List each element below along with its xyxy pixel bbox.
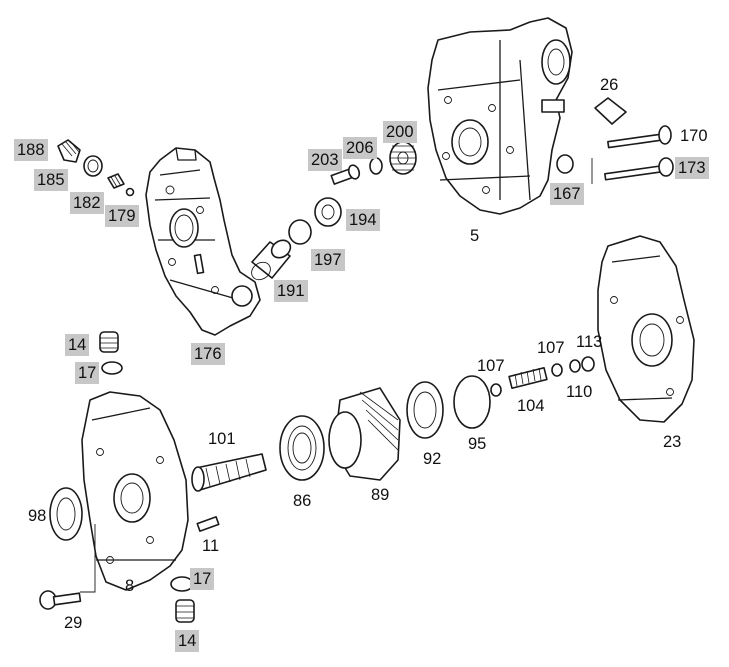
label-107-left: 107 bbox=[477, 357, 505, 375]
part-185-washer bbox=[83, 155, 103, 177]
label-182: 182 bbox=[70, 192, 104, 214]
part-179-ball bbox=[125, 187, 135, 197]
label-98: 98 bbox=[28, 507, 47, 525]
label-188: 188 bbox=[14, 139, 48, 161]
label-113: 113 bbox=[576, 333, 603, 351]
label-197: 197 bbox=[311, 249, 345, 271]
part-197-oring bbox=[288, 219, 312, 245]
label-170: 170 bbox=[680, 127, 708, 145]
label-194: 194 bbox=[346, 209, 380, 231]
part-101-shaft bbox=[191, 453, 267, 492]
label-11: 11 bbox=[202, 537, 220, 555]
label-26: 26 bbox=[600, 76, 619, 94]
label-23: 23 bbox=[663, 433, 682, 451]
label-14-bottom: 14 bbox=[175, 630, 200, 652]
label-8: 8 bbox=[125, 577, 135, 595]
part-26-plate bbox=[594, 97, 627, 125]
part-5-housing bbox=[427, 17, 573, 215]
label-110: 110 bbox=[566, 383, 593, 401]
part-206-washer bbox=[369, 157, 383, 175]
label-86: 86 bbox=[293, 492, 312, 510]
part-173-bolt bbox=[604, 157, 674, 181]
part-23-cover bbox=[597, 235, 695, 423]
part-167-washer bbox=[556, 154, 574, 174]
part-188-plug bbox=[57, 139, 81, 163]
label-92: 92 bbox=[423, 450, 442, 468]
label-104: 104 bbox=[517, 397, 545, 415]
part-191-sleeve bbox=[251, 239, 292, 281]
label-200: 200 bbox=[383, 121, 417, 143]
part-200-gear bbox=[389, 141, 417, 175]
bolt-29-leader bbox=[80, 524, 96, 593]
label-29: 29 bbox=[64, 614, 83, 632]
part-14-plug-bottom bbox=[175, 599, 195, 623]
part-170-bolt bbox=[607, 125, 672, 149]
part-113-ring bbox=[581, 356, 595, 372]
label-107-right: 107 bbox=[537, 339, 565, 357]
part-176-plate bbox=[145, 147, 261, 336]
label-89: 89 bbox=[371, 486, 390, 504]
part-182-spring bbox=[107, 173, 125, 189]
label-14-top: 14 bbox=[65, 334, 90, 356]
part-14-plug-top bbox=[99, 331, 119, 353]
part-11-pin bbox=[196, 516, 220, 532]
label-101: 101 bbox=[208, 430, 236, 448]
label-203: 203 bbox=[308, 149, 342, 171]
label-167: 167 bbox=[550, 183, 584, 205]
label-206: 206 bbox=[343, 137, 377, 159]
label-176: 176 bbox=[191, 343, 225, 365]
label-95: 95 bbox=[468, 435, 487, 453]
part-29-bolt bbox=[39, 590, 82, 610]
part-92-bearing bbox=[406, 381, 444, 439]
label-5: 5 bbox=[470, 227, 480, 245]
part-86-bearing bbox=[279, 415, 325, 481]
part-8-housing bbox=[81, 391, 189, 591]
part-104-spring bbox=[508, 367, 548, 389]
part-107-washer-b bbox=[551, 363, 563, 377]
label-179: 179 bbox=[105, 205, 139, 227]
part-194-bushing bbox=[314, 197, 342, 227]
part-95-oring bbox=[453, 375, 491, 429]
part-89-ring-gear bbox=[328, 387, 401, 481]
part-110-ring bbox=[569, 359, 581, 373]
part-98-seal bbox=[49, 487, 83, 541]
label-185: 185 bbox=[34, 169, 68, 191]
part-203-bolt bbox=[330, 164, 361, 185]
label-17-top: 17 bbox=[75, 362, 100, 384]
part-107-washer bbox=[490, 383, 502, 397]
label-173: 173 bbox=[675, 157, 709, 179]
part-17-washer-top bbox=[101, 361, 123, 375]
label-17-bottom: 17 bbox=[190, 568, 215, 590]
label-191: 191 bbox=[274, 280, 308, 302]
